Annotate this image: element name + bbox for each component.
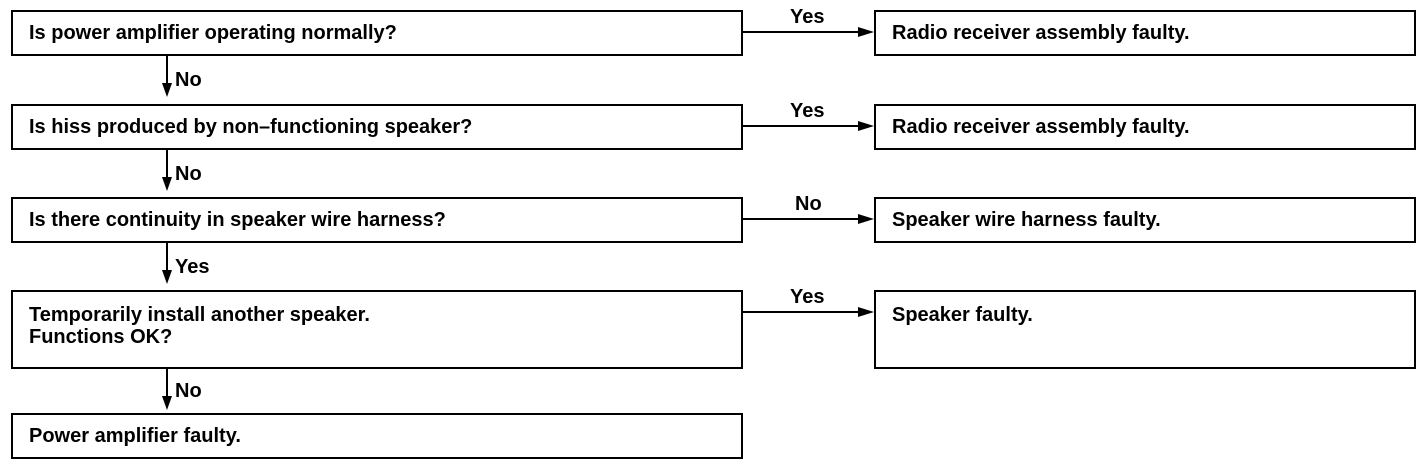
branch-arrow-1 [742, 27, 874, 37]
final-result-text: Power amplifier faulty. [29, 425, 241, 447]
question-box-3: Is there continuity in speaker wire harn… [11, 197, 743, 243]
branch-arrow-2 [742, 121, 874, 131]
down-arrow-2 [162, 150, 172, 191]
result-box-4: Speaker faulty. [874, 290, 1416, 369]
down-arrow-3 [162, 243, 172, 284]
question-text: Is hiss produced by non–functioning spea… [29, 116, 473, 138]
question-text: Is power amplifier operating normally? [29, 22, 397, 44]
branch-label-2: Yes [790, 100, 825, 122]
result-text: Speaker wire harness faulty. [892, 209, 1161, 231]
branch-label-4: Yes [790, 286, 825, 308]
final-result-box: Power amplifier faulty. [11, 413, 743, 459]
result-text: Radio receiver assembly faulty. [892, 116, 1190, 138]
branch-label-3: No [795, 193, 822, 215]
result-box-3: Speaker wire harness faulty. [874, 197, 1416, 243]
down-arrow-4 [162, 369, 172, 410]
down-label-4: No [175, 380, 202, 402]
result-text: Speaker faulty. [892, 304, 1033, 326]
result-box-2: Radio receiver assembly faulty. [874, 104, 1416, 150]
down-label-2: No [175, 163, 202, 185]
question-text: Is there continuity in speaker wire harn… [29, 209, 446, 231]
down-arrow-1 [162, 56, 172, 97]
result-box-1: Radio receiver assembly faulty. [874, 10, 1416, 56]
result-text: Radio receiver assembly faulty. [892, 22, 1190, 44]
question-text-line-1: Temporarily install another speaker. [29, 304, 370, 326]
question-box-1: Is power amplifier operating normally? [11, 10, 743, 56]
branch-arrow-4 [742, 307, 874, 317]
down-label-3: Yes [175, 256, 210, 278]
question-text-line-2: Functions OK? [29, 326, 173, 348]
branch-arrow-3 [742, 214, 874, 224]
branch-label-1: Yes [790, 6, 825, 28]
question-box-2: Is hiss produced by non–functioning spea… [11, 104, 743, 150]
question-box-4: Temporarily install another speaker. Fun… [11, 290, 743, 369]
down-label-1: No [175, 69, 202, 91]
